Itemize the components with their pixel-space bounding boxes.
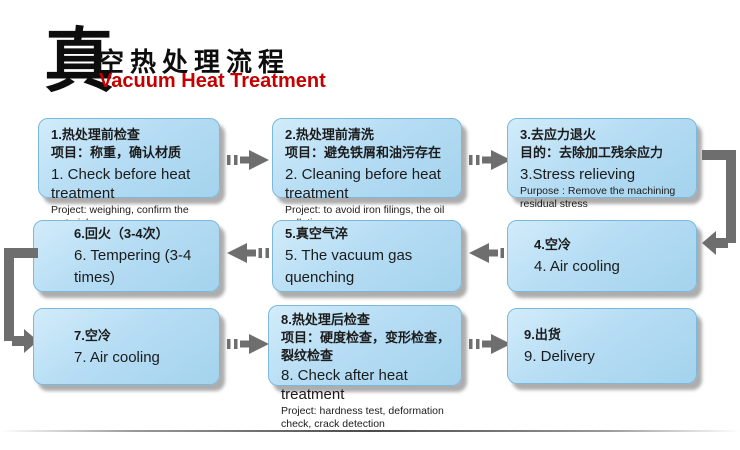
step-en-title: 2. Cleaning before heat treatment [285, 166, 441, 202]
arrow-right-icon [469, 148, 511, 172]
page-title-zh: 空热处理流程 [98, 47, 291, 77]
box-step-1: 1.热处理前检查 项目：称重，确认材质 1. Check before heat… [38, 118, 220, 229]
step-zh-detail: 项目：避免铁屑和油污存在 [285, 145, 442, 160]
arrow-left-icon [469, 241, 511, 265]
step-en-title: 4. Air cooling [534, 258, 620, 275]
step-zh-title: 5.真空气淬 [285, 226, 348, 241]
page-title-en: Vacuum Heat Treatment [99, 70, 326, 92]
box-step-4: 4.空冷 4. Air cooling [507, 220, 697, 292]
box-step-3: 3.去应力退火 目的：去除加工残余应力 3.Stress relieving P… [507, 118, 697, 210]
step-zh-title: 6.回火（3-4次） [74, 226, 169, 241]
step-en-title: 1. Check before heat treatment [51, 166, 191, 202]
step-zh-detail: 项目：称重，确认材质 [51, 145, 182, 160]
step-en-title: 6. Tempering (3-4 times) [74, 247, 192, 286]
step-en-title: 8. Check after heat treatment [281, 367, 408, 403]
box-step-7: 7.空冷 7. Air cooling [33, 308, 220, 385]
step-zh-title: 8.热处理后检查 [281, 312, 370, 327]
brand-glyph: 真 [44, 22, 114, 100]
step-en-detail: Purpose : Remove the machining residual … [520, 185, 676, 210]
box-step-8: 8.热处理后检查 项目：硬度检查，变形检查，裂纹检查 8. Check afte… [268, 305, 462, 430]
arrow-right-icon [227, 332, 269, 356]
step-zh-detail: 项目：硬度检查，变形检查，裂纹检查 [281, 330, 451, 363]
arrow-left-icon [227, 241, 269, 265]
box-step-6: 6.回火（3-4次） 6. Tempering (3-4 times) [33, 220, 220, 292]
step-en-title: 3.Stress relieving [520, 166, 636, 183]
step-en-detail: Project: hardness test, deformation chec… [281, 405, 444, 430]
connector-down-right-arrow [4, 246, 38, 356]
step-en-title: 5. The vacuum gas quenching [285, 247, 413, 286]
step-zh-title: 4.空冷 [534, 237, 571, 252]
box-step-2: 2.热处理前清洗 项目：避免铁屑和油污存在 2. Cleaning before… [272, 118, 462, 229]
step-zh-title: 3.去应力退火 [520, 127, 596, 142]
arrow-right-icon [227, 148, 269, 172]
box-step-5: 5.真空气淬 5. The vacuum gas quenching [272, 220, 462, 292]
connector-down-left-arrow [702, 148, 736, 258]
step-zh-title: 9.出货 [524, 327, 561, 342]
step-zh-title: 7.空冷 [74, 327, 111, 343]
step-zh-title: 2.热处理前清洗 [285, 127, 374, 142]
step-en-title: 9. Delivery [524, 348, 595, 365]
arrow-right-icon [469, 332, 511, 356]
step-zh-title: 1.热处理前检查 [51, 127, 140, 142]
box-step-9: 9.出货 9. Delivery [507, 308, 697, 384]
step-en-title: 7. Air cooling [74, 348, 160, 366]
step-zh-detail: 目的：去除加工残余应力 [520, 145, 664, 160]
bottom-divider [0, 430, 740, 432]
